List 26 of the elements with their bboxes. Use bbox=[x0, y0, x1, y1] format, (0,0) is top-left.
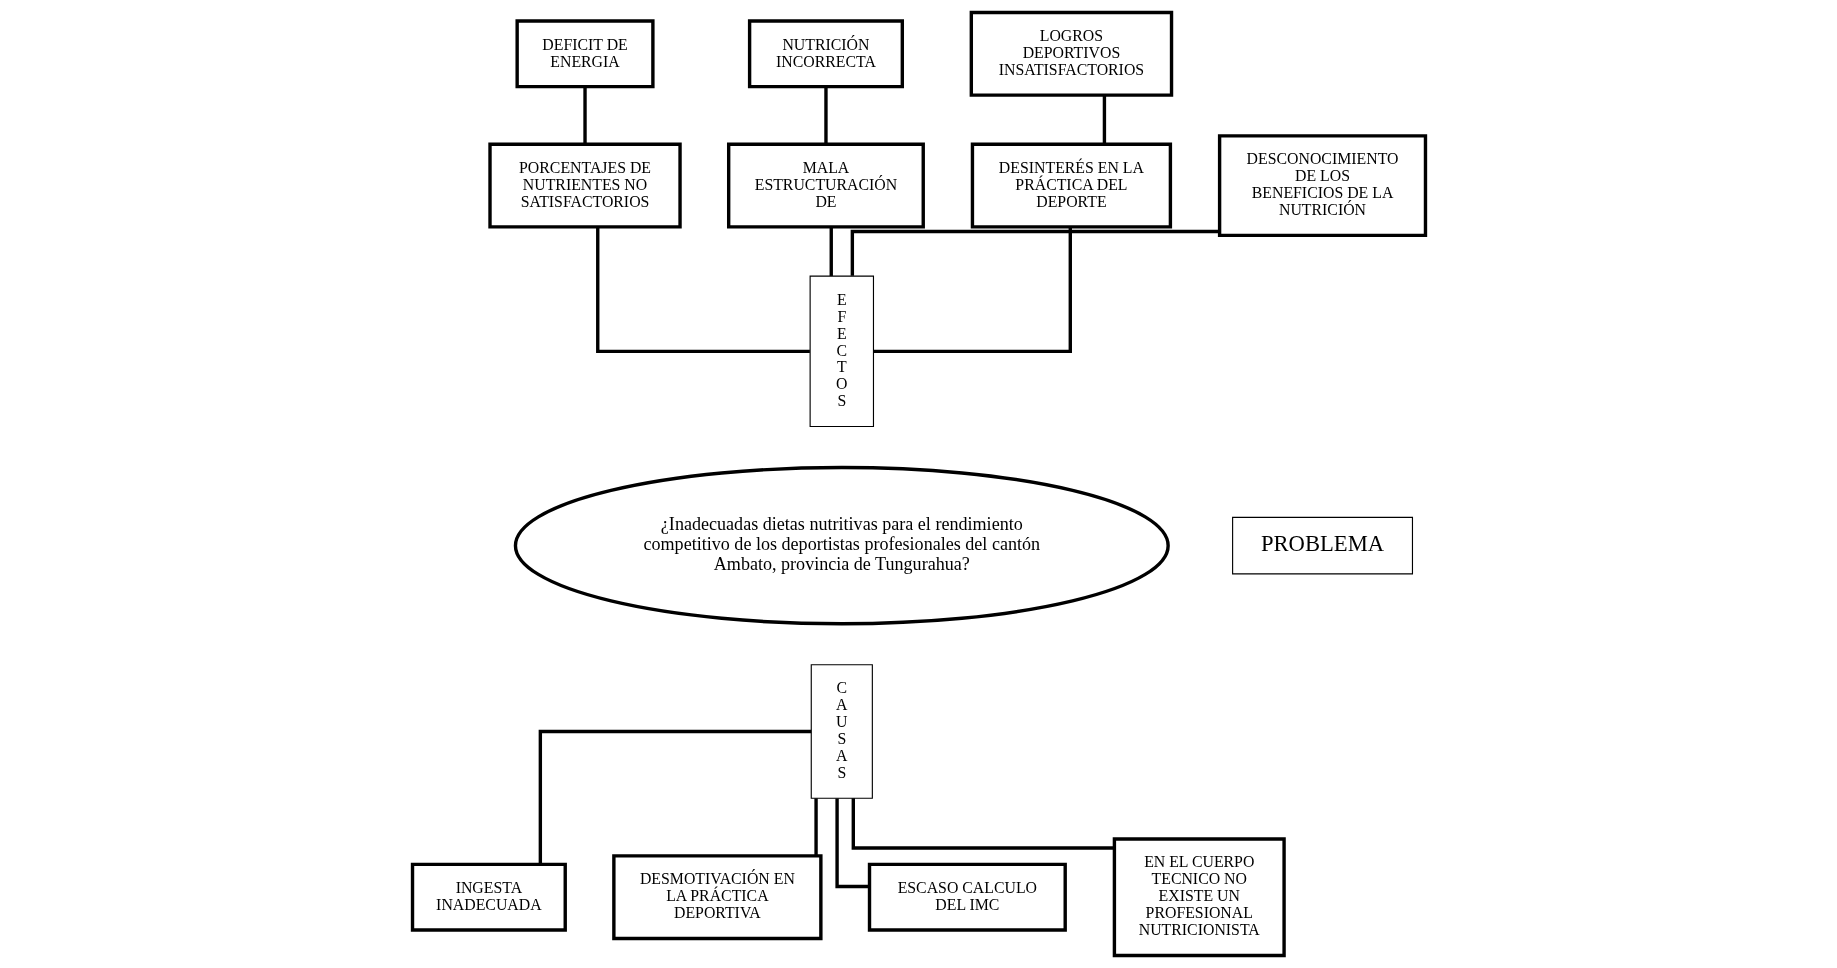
connector bbox=[582, 86, 587, 145]
connector bbox=[834, 798, 869, 889]
node-box: PORCENTAJES DE NUTRIENTES NO SATISFACTORIOS bbox=[487, 142, 682, 229]
node-box: NUTRICIÓN INCORRECTA bbox=[747, 19, 904, 89]
node-box: DESMOTIVACIÓN EN LA PRÁCTICA DEPORTIVA bbox=[611, 854, 823, 941]
node-box: E F E C T O S bbox=[809, 275, 874, 428]
connector bbox=[538, 729, 811, 865]
node-box: DEFICIT DE ENERGIA bbox=[514, 19, 655, 89]
connector bbox=[823, 86, 828, 145]
node-box: MALA ESTRUCTURACIÓN DE bbox=[726, 142, 925, 229]
node-box: LOGROS DEPORTIVOS INSATISFACTORIOS bbox=[969, 10, 1173, 97]
node-box: C A U S A S bbox=[810, 664, 873, 799]
connector bbox=[851, 798, 1114, 850]
node-box: ESCASO CALCULO DEL IMC bbox=[867, 862, 1067, 932]
connector bbox=[829, 227, 833, 276]
connector bbox=[850, 229, 1219, 276]
node-box: PROBLEMA bbox=[1231, 516, 1413, 575]
node-box: DESCONOCIMIENTO DE LOS BENEFICIOS DE LA NUTRICIÓN bbox=[1217, 134, 1427, 238]
connector bbox=[595, 227, 810, 354]
node-ellipse: ¿Inadecuadas dietas nutritivas para el rendimiento competitivo de los deportistas profesionales del cantón Ambato, provincia de Tungurahua? bbox=[513, 465, 1170, 626]
node-box: DESINTERÉS EN LA PRÁCTICA DEL DEPORTE bbox=[970, 142, 1172, 229]
connector bbox=[873, 227, 1072, 354]
connector bbox=[1102, 95, 1106, 144]
node-box: INGESTA INADECUADA bbox=[410, 862, 567, 932]
connector bbox=[813, 798, 818, 856]
node-box: EN EL CUERPO TECNICO NO EXISTE UN PROFESIONAL NUTRICIONISTA bbox=[1112, 837, 1286, 958]
